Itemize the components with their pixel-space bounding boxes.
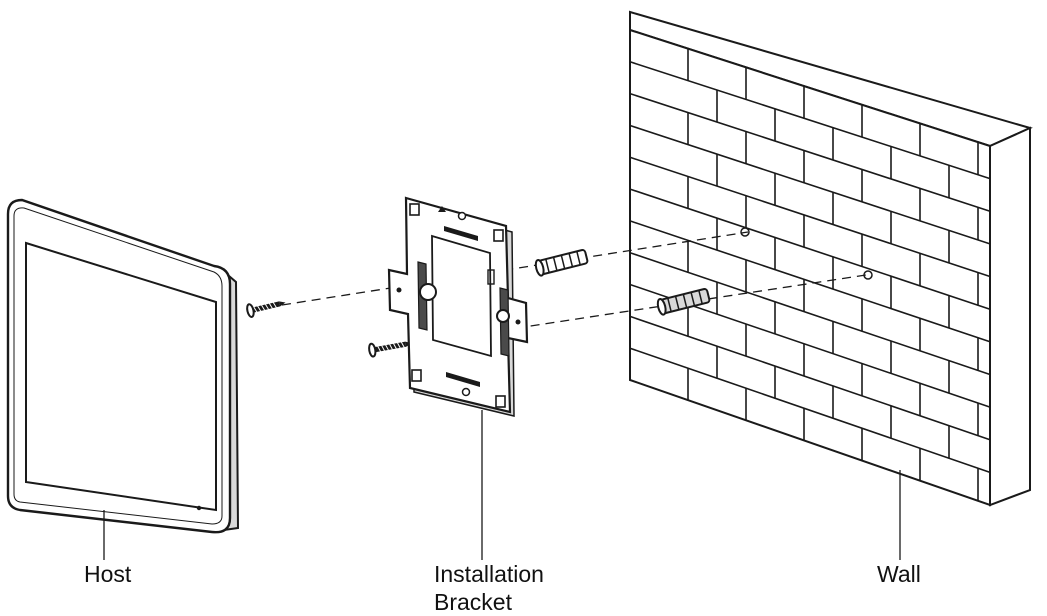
brick-mortar-row [629, 347, 991, 474]
host-screen [25, 241, 217, 512]
host-bezel-inner [13, 207, 223, 525]
label-bracket-line2: Bracket [434, 589, 512, 615]
brick-mortar-row [629, 251, 991, 376]
bracket-left-hub [419, 283, 437, 301]
brick-mortar-row [629, 61, 991, 180]
bracket-corner-tl [409, 203, 420, 216]
screw-lower [368, 341, 412, 358]
label-bracket-line1: Installation [434, 561, 544, 587]
bracket-corner-bl [411, 369, 422, 382]
brick-mortar-row [629, 315, 991, 441]
bracket-bottom-notch [461, 387, 471, 397]
brick-mortar-row [629, 156, 991, 278]
host-monitor [6, 198, 240, 534]
wall-anchor-lower [656, 288, 711, 316]
bracket-small-clip [487, 269, 495, 285]
label-installation-bracket: Installation Bracket [434, 560, 544, 616]
callout-leaders [103, 410, 901, 560]
bracket-up-arrow-icon [438, 206, 446, 212]
installation-bracket [387, 196, 529, 417]
brick-mortar-row [629, 92, 991, 213]
bracket-top-notch [457, 211, 467, 221]
brick-mortar-row [629, 124, 991, 245]
bracket-tab-hole-left [396, 287, 402, 293]
bracket-bottom-slot [446, 372, 480, 387]
bracket-corner-br [495, 395, 506, 408]
label-wall: Wall [877, 561, 921, 587]
bracket-center-window [431, 234, 492, 358]
label-host: Host [84, 561, 132, 587]
bracket-right-hub [496, 309, 510, 323]
brick-mortar-row [629, 188, 991, 310]
screw-upper [246, 301, 286, 318]
wall-anchor-upper [534, 249, 589, 277]
alignment-line-upper [281, 231, 749, 306]
bracket-top-slot [444, 226, 478, 241]
bracket-tab-hole-right [515, 319, 521, 325]
brick-pattern [629, 48, 991, 501]
wall-side-face [989, 126, 1031, 507]
brick-wall [629, 10, 1033, 507]
bracket-corner-tr [493, 229, 504, 242]
host-indicator-dot [196, 505, 202, 511]
